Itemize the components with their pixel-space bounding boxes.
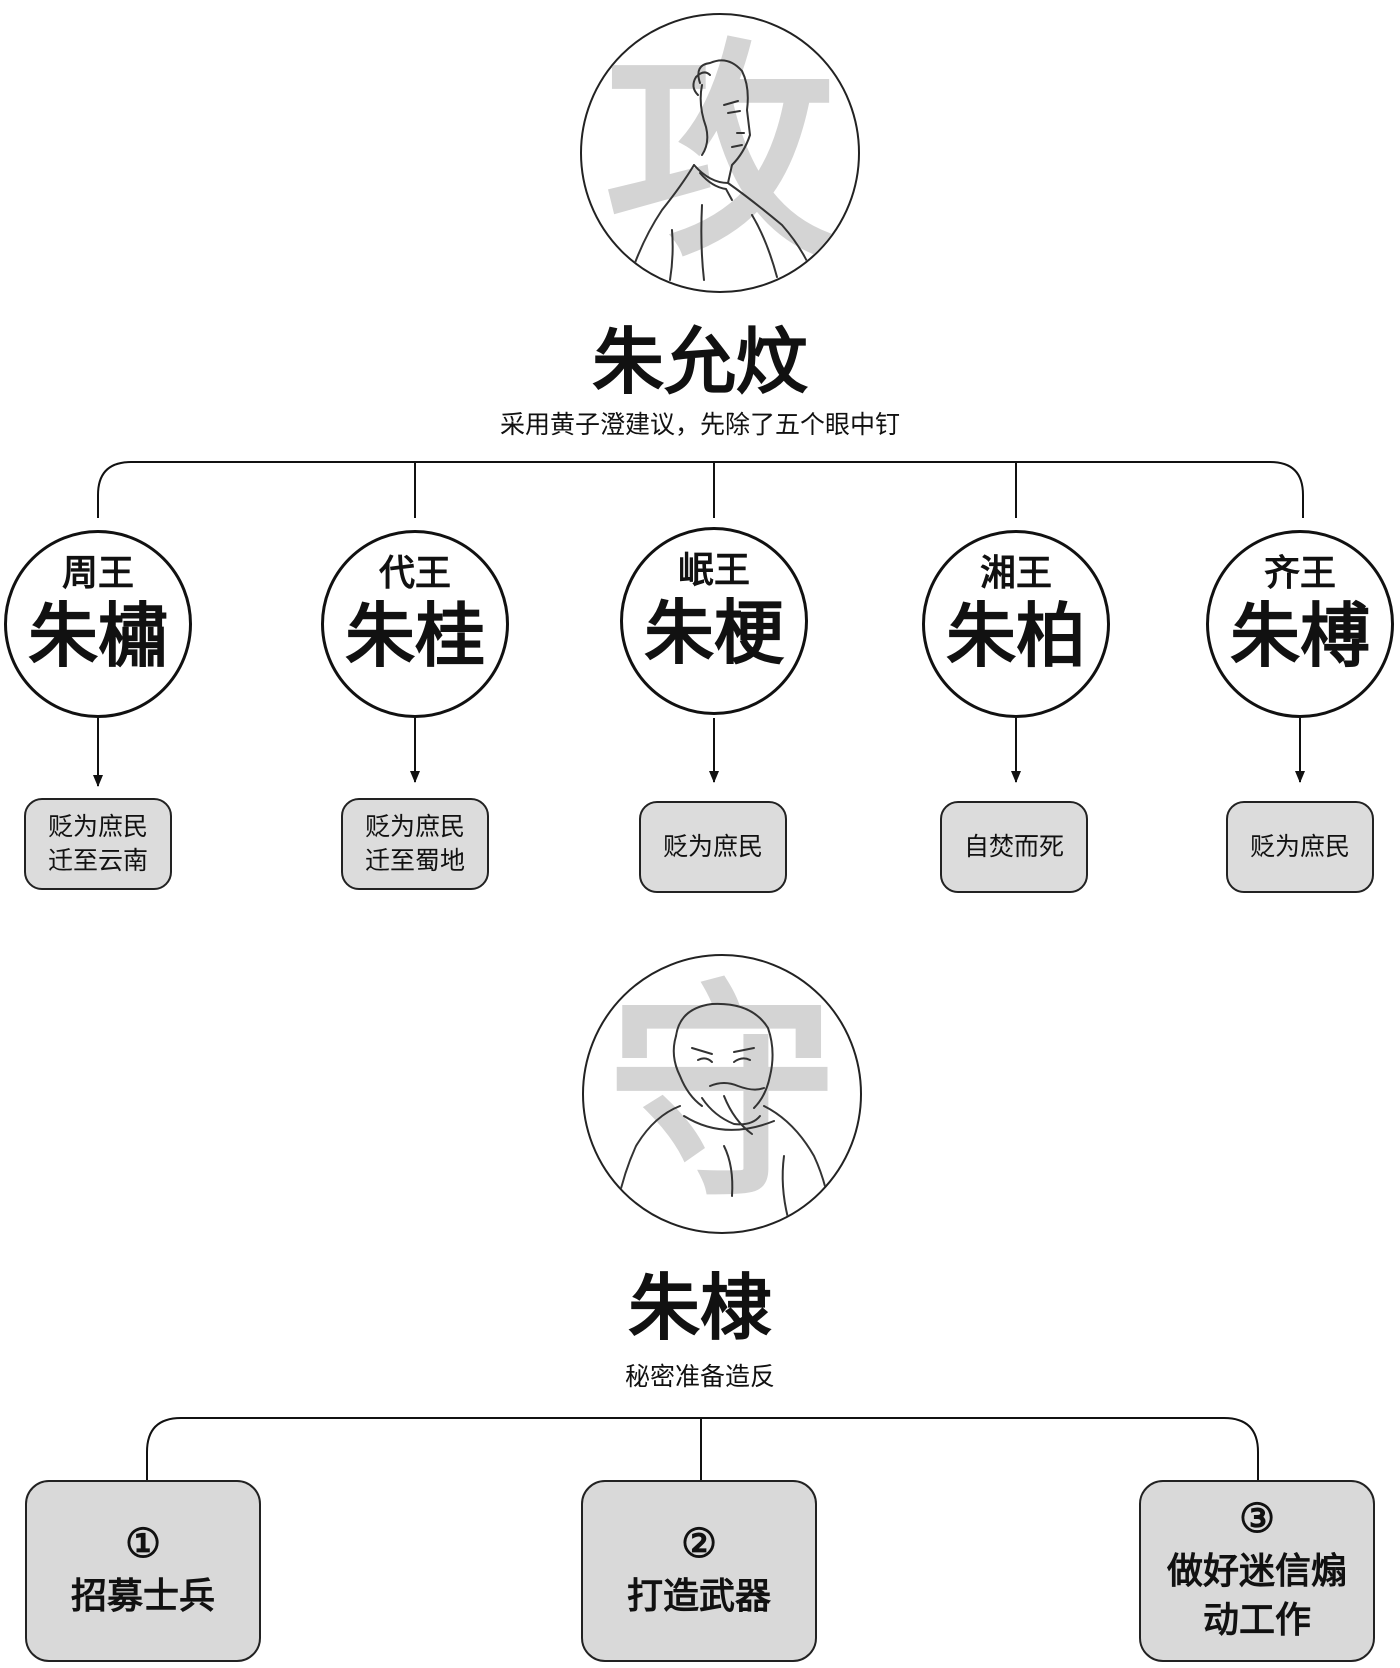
prince-name: 朱梗 <box>644 591 784 674</box>
defend-glyph: 守 <box>606 959 837 1229</box>
prince-title: 湘王 <box>979 552 1052 594</box>
prince-name: 朱柏 <box>946 594 1086 677</box>
fate-box-dai: 贬为庶民 迁至蜀地 <box>341 798 489 890</box>
prince-title: 齐王 <box>1263 552 1336 594</box>
fate-box-min: 贬为庶民 <box>639 801 787 893</box>
prince-node-qi: 齐王 朱榑 <box>1206 530 1394 718</box>
prince-name: 朱桂 <box>345 594 485 677</box>
top-bracket-line <box>97 461 1304 518</box>
fate-box-xiang: 自焚而死 <box>940 801 1088 893</box>
step-box-propaganda: ③ 做好迷信煽 动工作 <box>1139 1480 1375 1662</box>
fate-box-qi: 贬为庶民 <box>1226 801 1374 893</box>
step-number: ② <box>681 1519 717 1567</box>
zhu-yunwen-name: 朱允炆 <box>591 319 808 404</box>
step-text: 做好迷信煽 动工作 <box>1166 1550 1347 1641</box>
bottom-bracket-line <box>146 1417 1259 1480</box>
zhu-di-portrait: 守 <box>582 954 862 1234</box>
prince-title: 周王 <box>61 552 134 594</box>
prince-title: 岷王 <box>677 549 750 591</box>
step-text: 打造武器 <box>626 1574 771 1617</box>
prince-node-xiang: 湘王 朱柏 <box>922 530 1110 718</box>
prince-title: 代王 <box>378 552 451 594</box>
bearded-warrior-figure-icon <box>613 1002 833 1225</box>
step-number: ③ <box>1239 1495 1275 1543</box>
prince-node-min: 岷王 朱梗 <box>620 527 808 715</box>
prince-name: 朱榑 <box>1230 594 1370 677</box>
prince-name: 朱橚 <box>28 594 168 677</box>
zhu-yunwen-subtitle: 采用黄子澄建议，先除了五个眼中钉 <box>499 410 900 439</box>
step-box-weapons: ② 打造武器 <box>581 1480 817 1662</box>
prince-node-zhou: 周王 朱橚 <box>4 530 192 718</box>
zhu-di-name: 朱棣 <box>627 1265 772 1350</box>
scholar-figure-icon <box>629 59 815 281</box>
step-text: 招募士兵 <box>70 1574 215 1617</box>
fate-box-zhou: 贬为庶民 迁至云南 <box>24 798 172 890</box>
zhu-di-subtitle: 秘密准备造反 <box>624 1362 775 1391</box>
zhu-yunwen-portrait: 攻 <box>580 13 860 293</box>
prince-node-dai: 代王 朱桂 <box>321 530 509 718</box>
attack-glyph: 攻 <box>604 18 835 288</box>
step-box-recruit: ① 招募士兵 <box>25 1480 261 1662</box>
step-number: ① <box>125 1519 161 1567</box>
